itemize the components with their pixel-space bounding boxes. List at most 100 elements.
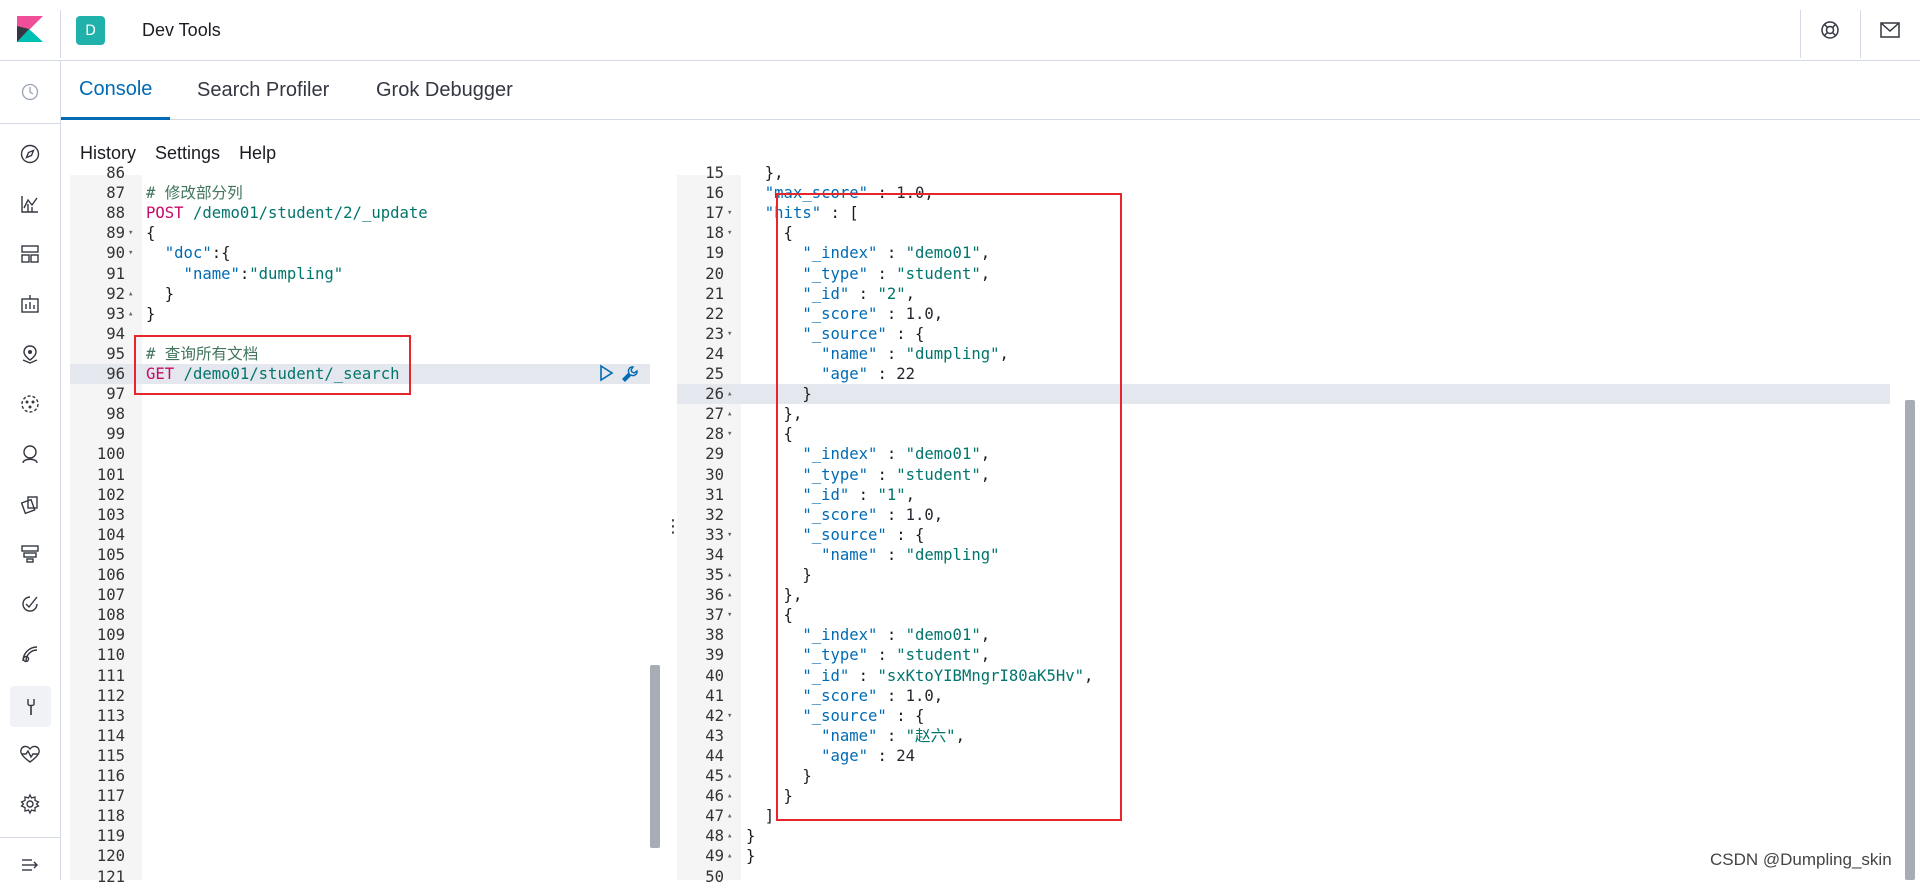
fold-arrow-icon[interactable]: ▾ bbox=[727, 208, 733, 219]
unfold-arrow-icon[interactable]: ▴ bbox=[727, 791, 733, 802]
line-number: 92 bbox=[106, 284, 125, 303]
fold-arrow-icon[interactable]: ▾ bbox=[727, 529, 733, 540]
active-line-highlight bbox=[677, 384, 1890, 405]
line-number: 102 bbox=[96, 485, 125, 504]
line-number: 44 bbox=[705, 746, 724, 765]
line-number: 101 bbox=[96, 465, 125, 484]
code-line: "_id" : "sxKtoYIBMngrI80aK5Hv", bbox=[746, 666, 1094, 685]
header-divider bbox=[1800, 10, 1801, 58]
line-number: 105 bbox=[96, 545, 125, 564]
request-scrollbar[interactable] bbox=[650, 665, 660, 848]
tab-grok-debugger[interactable]: Grok Debugger bbox=[376, 79, 513, 101]
fold-arrow-icon[interactable]: ▾ bbox=[727, 710, 733, 721]
management-icon[interactable] bbox=[18, 792, 42, 816]
tab-console[interactable]: Console bbox=[61, 61, 171, 120]
code-line: "_score" : 1.0, bbox=[746, 304, 944, 323]
line-number: 107 bbox=[96, 586, 125, 605]
code-line: GET /demo01/student/_search bbox=[146, 365, 400, 383]
line-number: 34 bbox=[705, 545, 724, 564]
unfold-arrow-icon[interactable]: ▴ bbox=[727, 389, 733, 400]
line-number: 26 bbox=[705, 385, 724, 404]
code-line: } bbox=[746, 847, 756, 866]
discover-icon[interactable] bbox=[18, 142, 42, 166]
line-number: 19 bbox=[705, 244, 724, 263]
line-number: 118 bbox=[96, 807, 125, 826]
tab-search-profiler[interactable]: Search Profiler bbox=[197, 79, 330, 101]
devtools-icon[interactable] bbox=[10, 686, 51, 727]
mail-icon[interactable] bbox=[1878, 18, 1902, 42]
code-line: "name" : "dumpling", bbox=[746, 344, 1009, 363]
line-number: 111 bbox=[96, 666, 125, 685]
header-divider bbox=[1860, 10, 1861, 58]
visualize-icon[interactable] bbox=[18, 192, 42, 216]
apm-icon[interactable] bbox=[18, 492, 42, 516]
unfold-arrow-icon[interactable]: ▴ bbox=[727, 590, 733, 601]
unfold-arrow-icon[interactable]: ▴ bbox=[727, 771, 733, 781]
space-avatar[interactable]: D bbox=[76, 16, 105, 45]
fold-arrow-icon[interactable]: ▾ bbox=[727, 228, 733, 239]
code-line: }, bbox=[746, 164, 784, 182]
fold-arrow-icon[interactable]: ▾ bbox=[128, 248, 134, 259]
resize-handle-icon[interactable]: ⋮ bbox=[664, 516, 682, 536]
response-gutter bbox=[677, 175, 741, 880]
line-number: 95 bbox=[106, 344, 125, 363]
line-number: 17 bbox=[705, 204, 724, 223]
annotation-box bbox=[134, 335, 411, 395]
annotation-box bbox=[776, 193, 1122, 821]
line-number: 47 bbox=[705, 807, 724, 826]
siem-icon[interactable] bbox=[18, 642, 42, 666]
wrench-icon[interactable] bbox=[620, 364, 640, 384]
unfold-arrow-icon[interactable]: ▴ bbox=[128, 288, 134, 299]
response-scrollbar[interactable] bbox=[1905, 400, 1915, 880]
active-line-highlight bbox=[70, 364, 650, 384]
line-number: 112 bbox=[96, 686, 125, 705]
unfold-arrow-icon[interactable]: ▴ bbox=[128, 308, 134, 319]
collapse-icon[interactable] bbox=[18, 853, 42, 877]
graph-icon[interactable] bbox=[18, 442, 42, 466]
line-number: 21 bbox=[705, 284, 724, 303]
history-link[interactable]: History bbox=[80, 142, 137, 163]
code-line: "age" : 22 bbox=[746, 365, 916, 383]
code-line: "_source" : { bbox=[746, 525, 925, 544]
code-line: POST /demo01/student/2/_update bbox=[146, 204, 428, 223]
unfold-arrow-icon[interactable]: ▴ bbox=[727, 570, 733, 580]
line-number: 38 bbox=[705, 626, 724, 645]
line-number: 103 bbox=[96, 505, 125, 524]
fold-arrow-icon[interactable]: ▾ bbox=[727, 610, 733, 621]
logs-icon[interactable] bbox=[18, 542, 42, 566]
dashboard-icon[interactable] bbox=[18, 242, 42, 266]
monitoring-icon[interactable] bbox=[18, 742, 42, 766]
line-number: 108 bbox=[96, 606, 125, 625]
help-icon[interactable] bbox=[1818, 18, 1842, 42]
settings-link[interactable]: Settings bbox=[155, 142, 221, 163]
code-line: }, bbox=[746, 405, 803, 424]
unfold-arrow-icon[interactable]: ▴ bbox=[727, 811, 733, 822]
fold-arrow-icon[interactable]: ▾ bbox=[128, 228, 134, 239]
uptime-icon[interactable] bbox=[18, 592, 42, 616]
clock-icon[interactable] bbox=[18, 80, 42, 104]
line-number: 117 bbox=[96, 787, 125, 806]
ml-icon[interactable] bbox=[18, 392, 42, 416]
pane-divider[interactable] bbox=[662, 175, 677, 880]
code-line: } bbox=[746, 787, 793, 806]
unfold-arrow-icon[interactable]: ▴ bbox=[727, 851, 733, 862]
fold-arrow-icon[interactable]: ▾ bbox=[727, 328, 733, 339]
unfold-arrow-icon[interactable]: ▴ bbox=[727, 831, 733, 842]
maps-icon[interactable] bbox=[18, 342, 42, 366]
help-link[interactable]: Help bbox=[239, 142, 277, 163]
nav-divider bbox=[0, 837, 61, 838]
code-line: "hits" : [ bbox=[746, 204, 859, 223]
fold-arrow-icon[interactable]: ▾ bbox=[727, 429, 733, 440]
play-icon[interactable] bbox=[598, 364, 614, 382]
line-number: 48 bbox=[705, 827, 724, 846]
code-line: "name" : "dempling" bbox=[746, 545, 1000, 564]
line-number: 114 bbox=[96, 726, 125, 745]
line-number: 32 bbox=[705, 505, 724, 524]
line-number: 88 bbox=[106, 204, 125, 223]
kibana-logo-icon[interactable] bbox=[15, 14, 45, 44]
unfold-arrow-icon[interactable]: ▴ bbox=[727, 409, 733, 420]
app-title: Dev Tools bbox=[142, 20, 221, 40]
canvas-icon[interactable] bbox=[18, 292, 42, 316]
line-number: 119 bbox=[96, 827, 125, 846]
